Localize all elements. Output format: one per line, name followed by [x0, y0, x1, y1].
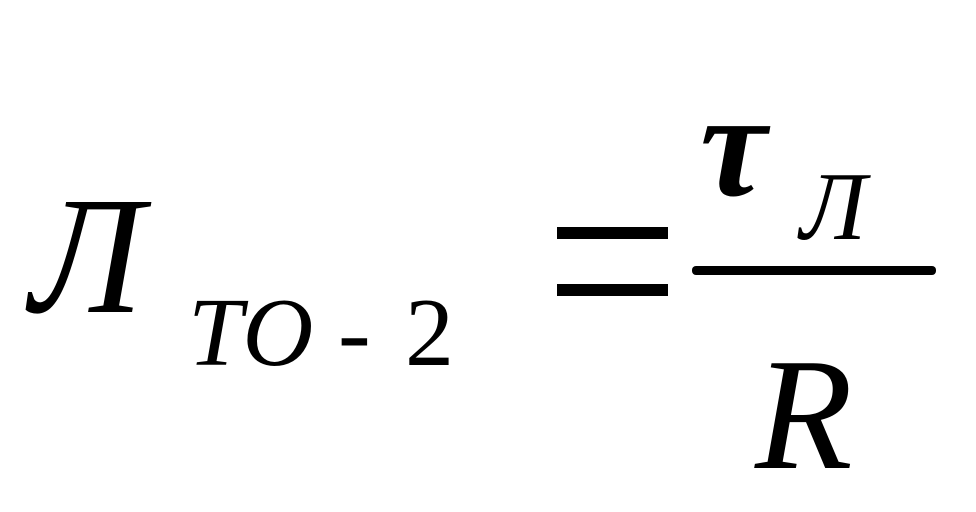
equals-sign-bottom-bar [557, 284, 668, 296]
numerator-symbol: τ [700, 62, 767, 228]
lhs-symbol: Л [30, 163, 144, 349]
equals-sign-top-bar [557, 227, 668, 239]
lhs-subscript-number: 2 [405, 279, 454, 387]
lhs-subscript-letters: ТО [188, 279, 314, 387]
lhs-subscript-dash: - [338, 279, 371, 387]
denominator-symbol: R [755, 325, 853, 503]
numerator-subscript: Л [800, 153, 867, 261]
fraction-bar [692, 266, 936, 275]
